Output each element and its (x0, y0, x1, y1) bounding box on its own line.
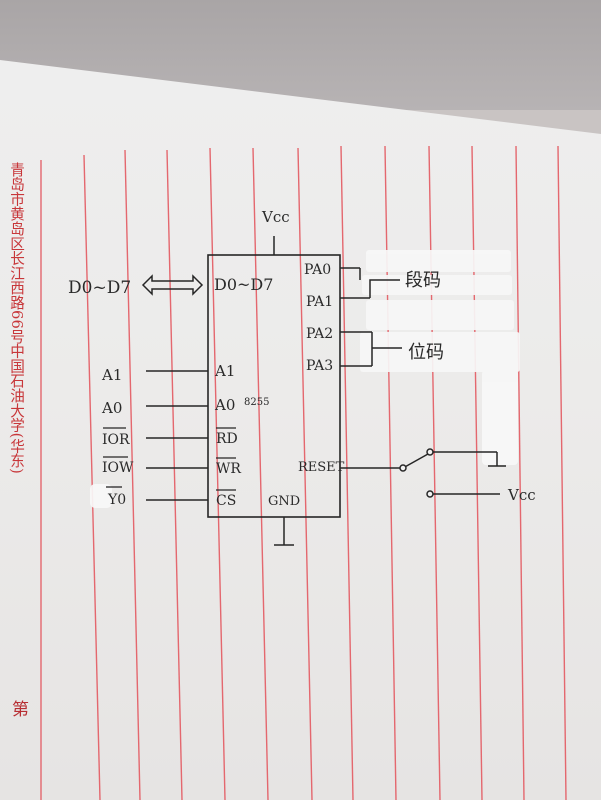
rule-line (515, 145, 525, 800)
signal-iow: IOW (102, 460, 134, 476)
rule-line (384, 145, 397, 800)
wires (141, 236, 506, 546)
correction-tape (90, 250, 520, 508)
rule-line (297, 147, 313, 800)
rule-line (83, 154, 101, 800)
bus-label: D0~D7 (68, 278, 131, 298)
ruled-lines (40, 145, 567, 800)
switch-contacts (399, 448, 434, 498)
switch-contact-bottom (426, 490, 434, 498)
segment-bracket (359, 268, 400, 298)
rule-line (209, 147, 226, 800)
vcc-right-label: Vcc (507, 486, 536, 504)
rule-line (557, 145, 567, 800)
pin-pa2: PA2 (306, 326, 333, 342)
pin-data: D0~D7 (214, 275, 273, 294)
pin-rd: RD (216, 431, 238, 447)
digit-bracket (371, 332, 402, 366)
rule-line (252, 147, 269, 800)
signal-ior: IOR (102, 432, 130, 448)
tape-patch (360, 332, 520, 372)
switch-blade (402, 453, 429, 469)
pin-pa0: PA0 (304, 262, 331, 278)
rule-line (124, 149, 141, 800)
rule-line (340, 145, 354, 800)
rule-line (471, 145, 483, 800)
rule-line (166, 149, 183, 800)
bus-double-arrow (141, 274, 204, 296)
switch-contact-left (399, 464, 407, 472)
pin-pa3: PA3 (306, 358, 333, 374)
signal-y0: Y0 (107, 492, 126, 508)
signal-a1: A1 (101, 366, 122, 384)
tape-patch (482, 370, 518, 465)
rule-line (428, 145, 441, 800)
note-digit-code: 位码 (408, 342, 444, 363)
paper-header-stamp: 青岛市黄岛区长江西路66号中国石油大学(华东) (8, 162, 25, 474)
tape-patch (90, 484, 112, 508)
pin-a1: A1 (214, 362, 235, 380)
pin-cs: CS (216, 493, 236, 509)
tape-patch (366, 300, 514, 330)
note-segment-code: 段码 (405, 270, 441, 291)
vcc-top-label: Vcc (261, 208, 290, 226)
page-number-mark: 第 (8, 700, 28, 717)
gnd-label: GND (268, 494, 300, 509)
overbars (103, 427, 236, 491)
switch-contact-top (426, 448, 434, 456)
signal-a0: A0 (101, 399, 122, 417)
tape-patch (366, 250, 511, 272)
pin-a0: A0 (214, 396, 235, 414)
pin-wr: WR (216, 461, 241, 477)
pin-reset: RESET (298, 460, 345, 475)
pin-pa1: PA1 (306, 294, 333, 310)
chip-name: 8255 (244, 397, 269, 408)
